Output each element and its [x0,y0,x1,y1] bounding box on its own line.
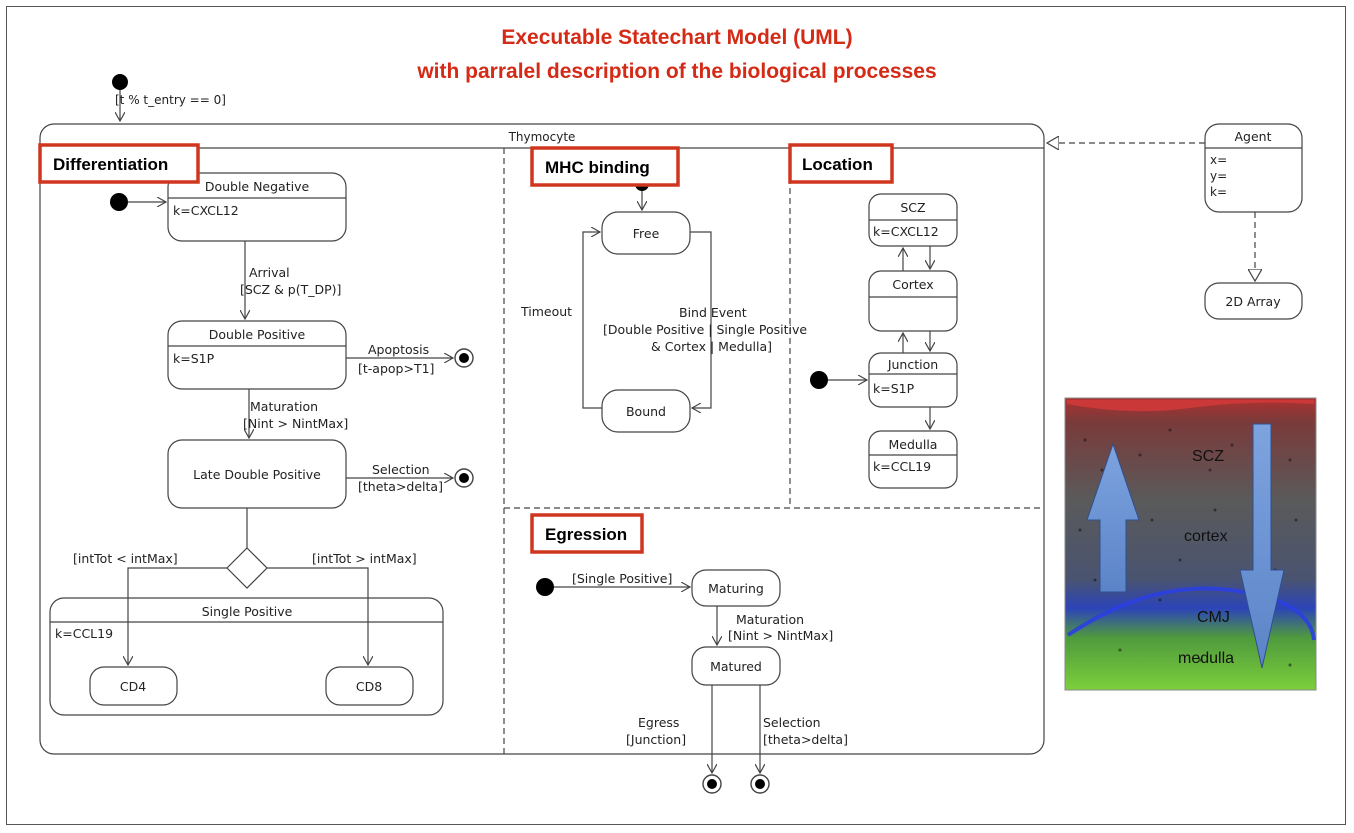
sp-name: Single Positive [202,604,293,619]
selection-guard: [theta>delta] [358,479,443,494]
dp-attr: k=S1P [173,351,215,366]
cd4-label: CD4 [120,679,146,694]
choice-pseudostate [226,547,268,589]
bind-transition [690,231,712,408]
maturing-label: Maturing [708,581,764,596]
scz-name: SCZ [900,200,925,215]
selection-event: Selection [372,462,430,477]
matured-label: Matured [710,659,762,674]
choice-guard-right: [intTot > intMax] [312,551,417,566]
state-double-positive [167,320,347,390]
thymus-tissue-image: SCZ cortex CMJ medulla [1064,397,1317,691]
class-agent [1204,123,1303,213]
state-cd4 [89,666,178,706]
choice-guard-left: [intTot < intMax] [73,551,178,566]
tissue-cmj-line [1066,586,1316,641]
thymocyte-label: Thymocyte [508,130,576,144]
arrival-event: Arrival [249,265,290,280]
tissue-texture [1078,428,1298,667]
tissue-capsule [1067,400,1314,412]
sp-attr: k=CCL19 [55,626,113,641]
apoptosis-event: Apoptosis [368,342,429,357]
medulla-attr: k=CCL19 [873,459,931,474]
state-cd8 [325,666,414,706]
egress-selection-guard: [theta>delta] [763,732,848,747]
egression-initial-pseudostate [536,578,554,596]
tag-location-label: Location [802,155,873,174]
tissue-label-cmj: CMJ [1197,609,1230,626]
agent-attr-x: x= [1210,153,1227,167]
late-dp-name: Late Double Positive [193,467,321,482]
tissue-label-scz: SCZ [1192,448,1224,465]
array-label: 2D Array [1225,294,1281,309]
state-bound [601,389,691,433]
state-cortex [868,270,958,332]
cortex-name: Cortex [892,277,933,292]
maturation-event: Maturation [250,399,318,414]
tissue-label-cortex: cortex [1184,528,1228,545]
class-2d-array [1204,282,1303,320]
maturation-guard: [Nint > NintMax] [243,416,348,431]
state-matured [691,646,781,686]
bind-event-line-2: [Double Positive | Single Positive [603,322,807,337]
tag-mhc-binding-label: MHC binding [545,158,650,177]
tag-mhc-binding [530,146,680,187]
egress-guard: [Junction] [626,732,686,747]
location-initial-pseudostate [810,371,828,389]
cd8-label: CD8 [356,679,382,694]
choice-to-cd8 [267,567,368,665]
scz-attr: k=CXCL12 [873,224,939,239]
junction-attr: k=S1P [873,381,915,396]
state-late-double-positive [167,439,347,509]
tag-egression-label: Egression [545,525,627,544]
egress-selection-event: Selection [763,715,821,730]
diff-initial-pseudostate [110,193,128,211]
choice-to-cd4 [128,567,227,665]
arrival-guard: [SCZ & p(T_DP)] [240,282,341,297]
egress-event: Egress [638,715,679,730]
title-line-1: Executable Statechart Model (UML) [501,26,852,49]
tissue-arrow-down [1239,423,1285,669]
dp-name: Double Positive [209,327,306,342]
tag-egression [530,513,644,554]
state-junction [868,352,958,408]
state-medulla [868,430,958,489]
tag-location [788,143,894,184]
entry-guard: [t % t_entry == 0] [115,93,226,107]
title-line-2: with parralel description of the biologi… [416,60,936,83]
agent-attr-k: k= [1210,185,1227,199]
tissue-label-medulla: medulla [1178,650,1234,667]
final-state-egress-selection-core [755,779,765,789]
tag-differentiation [38,143,200,184]
final-state-apoptosis-core [459,353,469,363]
egress-maturation-event: Maturation [736,612,804,627]
free-label: Free [633,226,660,241]
tissue-arrow-up [1086,442,1140,593]
bind-event-line-1: Bind Event [679,305,747,320]
final-state-egress-core [707,779,717,789]
egress-maturation-guard: [Nint > NintMax] [728,628,833,643]
bind-event-line-3: & Cortex | Medulla] [651,339,772,354]
state-double-negative [167,172,347,242]
thymocyte-state [39,123,1045,755]
junction-name: Junction [887,357,938,372]
state-single-positive [49,597,444,716]
tag-differentiation-label: Differentiation [53,155,168,174]
bound-label: Bound [626,404,666,419]
egression-entry-guard: [Single Positive] [572,571,672,586]
dn-name: Double Negative [205,179,310,194]
initial-pseudostate [112,74,128,90]
agent-name: Agent [1235,129,1272,144]
medulla-name: Medulla [889,437,938,452]
timeout-label: Timeout [520,304,572,319]
state-maturing [691,569,781,607]
dn-attr: k=CXCL12 [173,203,239,218]
state-free [601,211,691,255]
agent-attr-y: y= [1210,169,1227,183]
page-frame [6,6,1346,825]
timeout-transition [582,232,602,409]
final-state-selection-core [459,473,469,483]
apoptosis-guard: [t-apop>T1] [358,361,434,376]
